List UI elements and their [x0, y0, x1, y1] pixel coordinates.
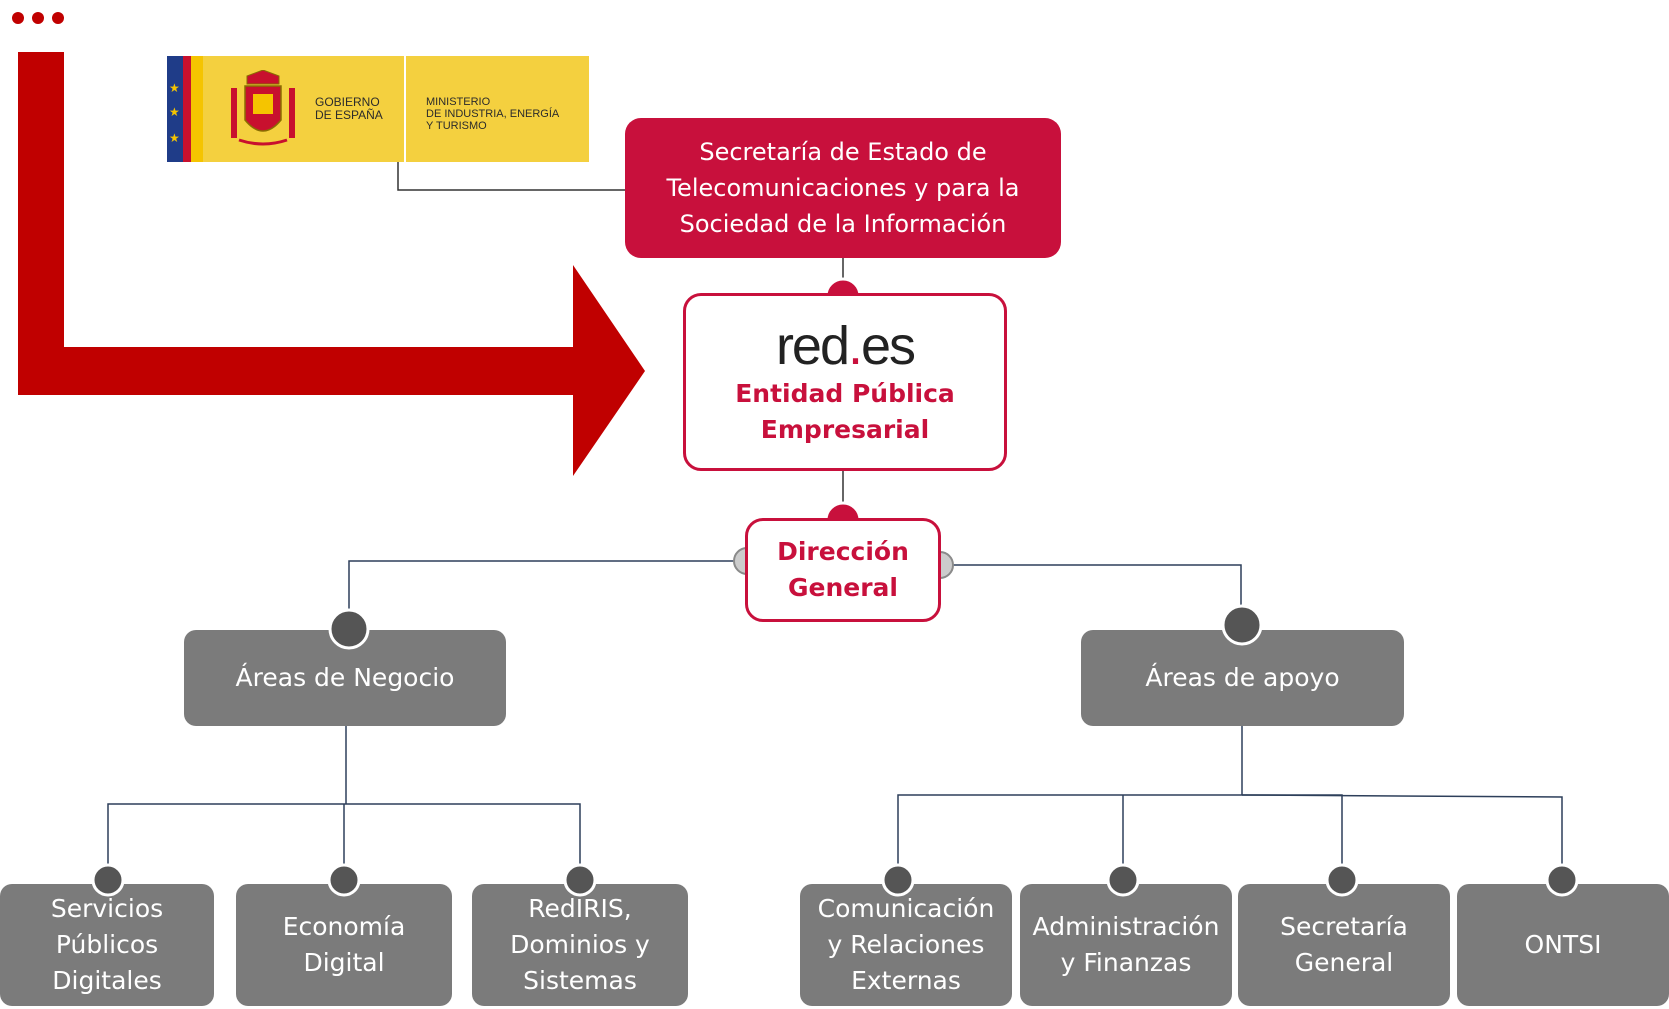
coat-of-arms-icon: [231, 70, 295, 146]
redes-logo: red.es: [775, 316, 916, 376]
ministerio-text: MINISTERIO DE INDUSTRIA, ENERGÍA Y TURIS…: [426, 96, 559, 132]
child-label: Secretaría General: [1280, 912, 1408, 977]
decor-dot-1: [12, 12, 24, 24]
redes-logo-part2: es: [861, 316, 916, 376]
child-box-secretaria-general: Secretaría General: [1238, 884, 1450, 1006]
star-icon: ★: [169, 105, 180, 119]
child-label: Comunicación y Relaciones Externas: [817, 894, 995, 995]
areas-apoyo-box: Áreas de apoyo: [1081, 630, 1404, 726]
red-arrow: [18, 52, 645, 476]
gobierno-line1: GOBIERNO: [315, 95, 380, 109]
areas-negocio-box: Áreas de Negocio: [184, 630, 506, 726]
gobierno-logo: ★ ★ ★ GOBIERNO DE ESPAÑA: [167, 56, 404, 162]
child-label: Servicios Públicos Digitales: [50, 894, 164, 995]
direccion-general-box: Dirección General: [745, 518, 941, 622]
gobierno-line2: DE ESPAÑA: [315, 108, 383, 122]
child-label: ONTSI: [1524, 930, 1602, 959]
child-label: Economía Digital: [282, 912, 406, 977]
red-stripe: [183, 56, 191, 162]
decor-dot-3: [52, 12, 64, 24]
child-box-economia: Economía Digital: [236, 884, 452, 1006]
ministerio-line3: Y TURISMO: [426, 120, 487, 132]
areas-apoyo-label: Áreas de apoyo: [1145, 663, 1340, 692]
child-box-rediris: RedIRIS, Dominios y Sistemas: [472, 884, 688, 1006]
child-box-servicios: Servicios Públicos Digitales: [0, 884, 214, 1006]
secretaria-line2: Telecomunicaciones y para la: [666, 174, 1020, 202]
secretaria-line1: Secretaría de Estado de: [699, 138, 987, 166]
decor-dot-2: [32, 12, 44, 24]
redes-box: red.es Entidad Pública Empresarial: [683, 293, 1007, 471]
redes-logo-dot: .: [847, 316, 863, 376]
areas-negocio-label: Áreas de Negocio: [235, 663, 455, 692]
yellow-stripe: [191, 56, 203, 162]
ministerio-line2: DE INDUSTRIA, ENERGÍA: [426, 108, 560, 120]
ministerio-logo: MINISTERIO DE INDUSTRIA, ENERGÍA Y TURIS…: [406, 56, 589, 162]
direccion-line2: General: [788, 573, 898, 602]
child-label: Administración y Finanzas: [1032, 912, 1220, 977]
redes-line1: Entidad Pública: [735, 379, 955, 408]
child-box-comunicacion: Comunicación y Relaciones Externas: [800, 884, 1012, 1006]
child-box-administracion: Administración y Finanzas: [1020, 884, 1232, 1006]
ministerio-line1: MINISTERIO: [426, 96, 491, 108]
secretaria-line3: Sociedad de la Información: [679, 210, 1007, 238]
star-icon: ★: [169, 81, 180, 95]
secretaria-box: Secretaría de Estado de Telecomunicacion…: [625, 118, 1061, 258]
star-icon: ★: [169, 131, 180, 145]
redes-logo-part1: red: [775, 316, 850, 376]
eu-flag-stripe: [167, 56, 183, 162]
direccion-line1: Dirección: [777, 537, 909, 566]
redes-line2: Empresarial: [760, 415, 930, 444]
gobierno-text: GOBIERNO DE ESPAÑA: [315, 96, 383, 122]
child-box-ontsi: ONTSI: [1457, 884, 1669, 1006]
child-label: RedIRIS, Dominios y Sistemas: [510, 894, 650, 995]
